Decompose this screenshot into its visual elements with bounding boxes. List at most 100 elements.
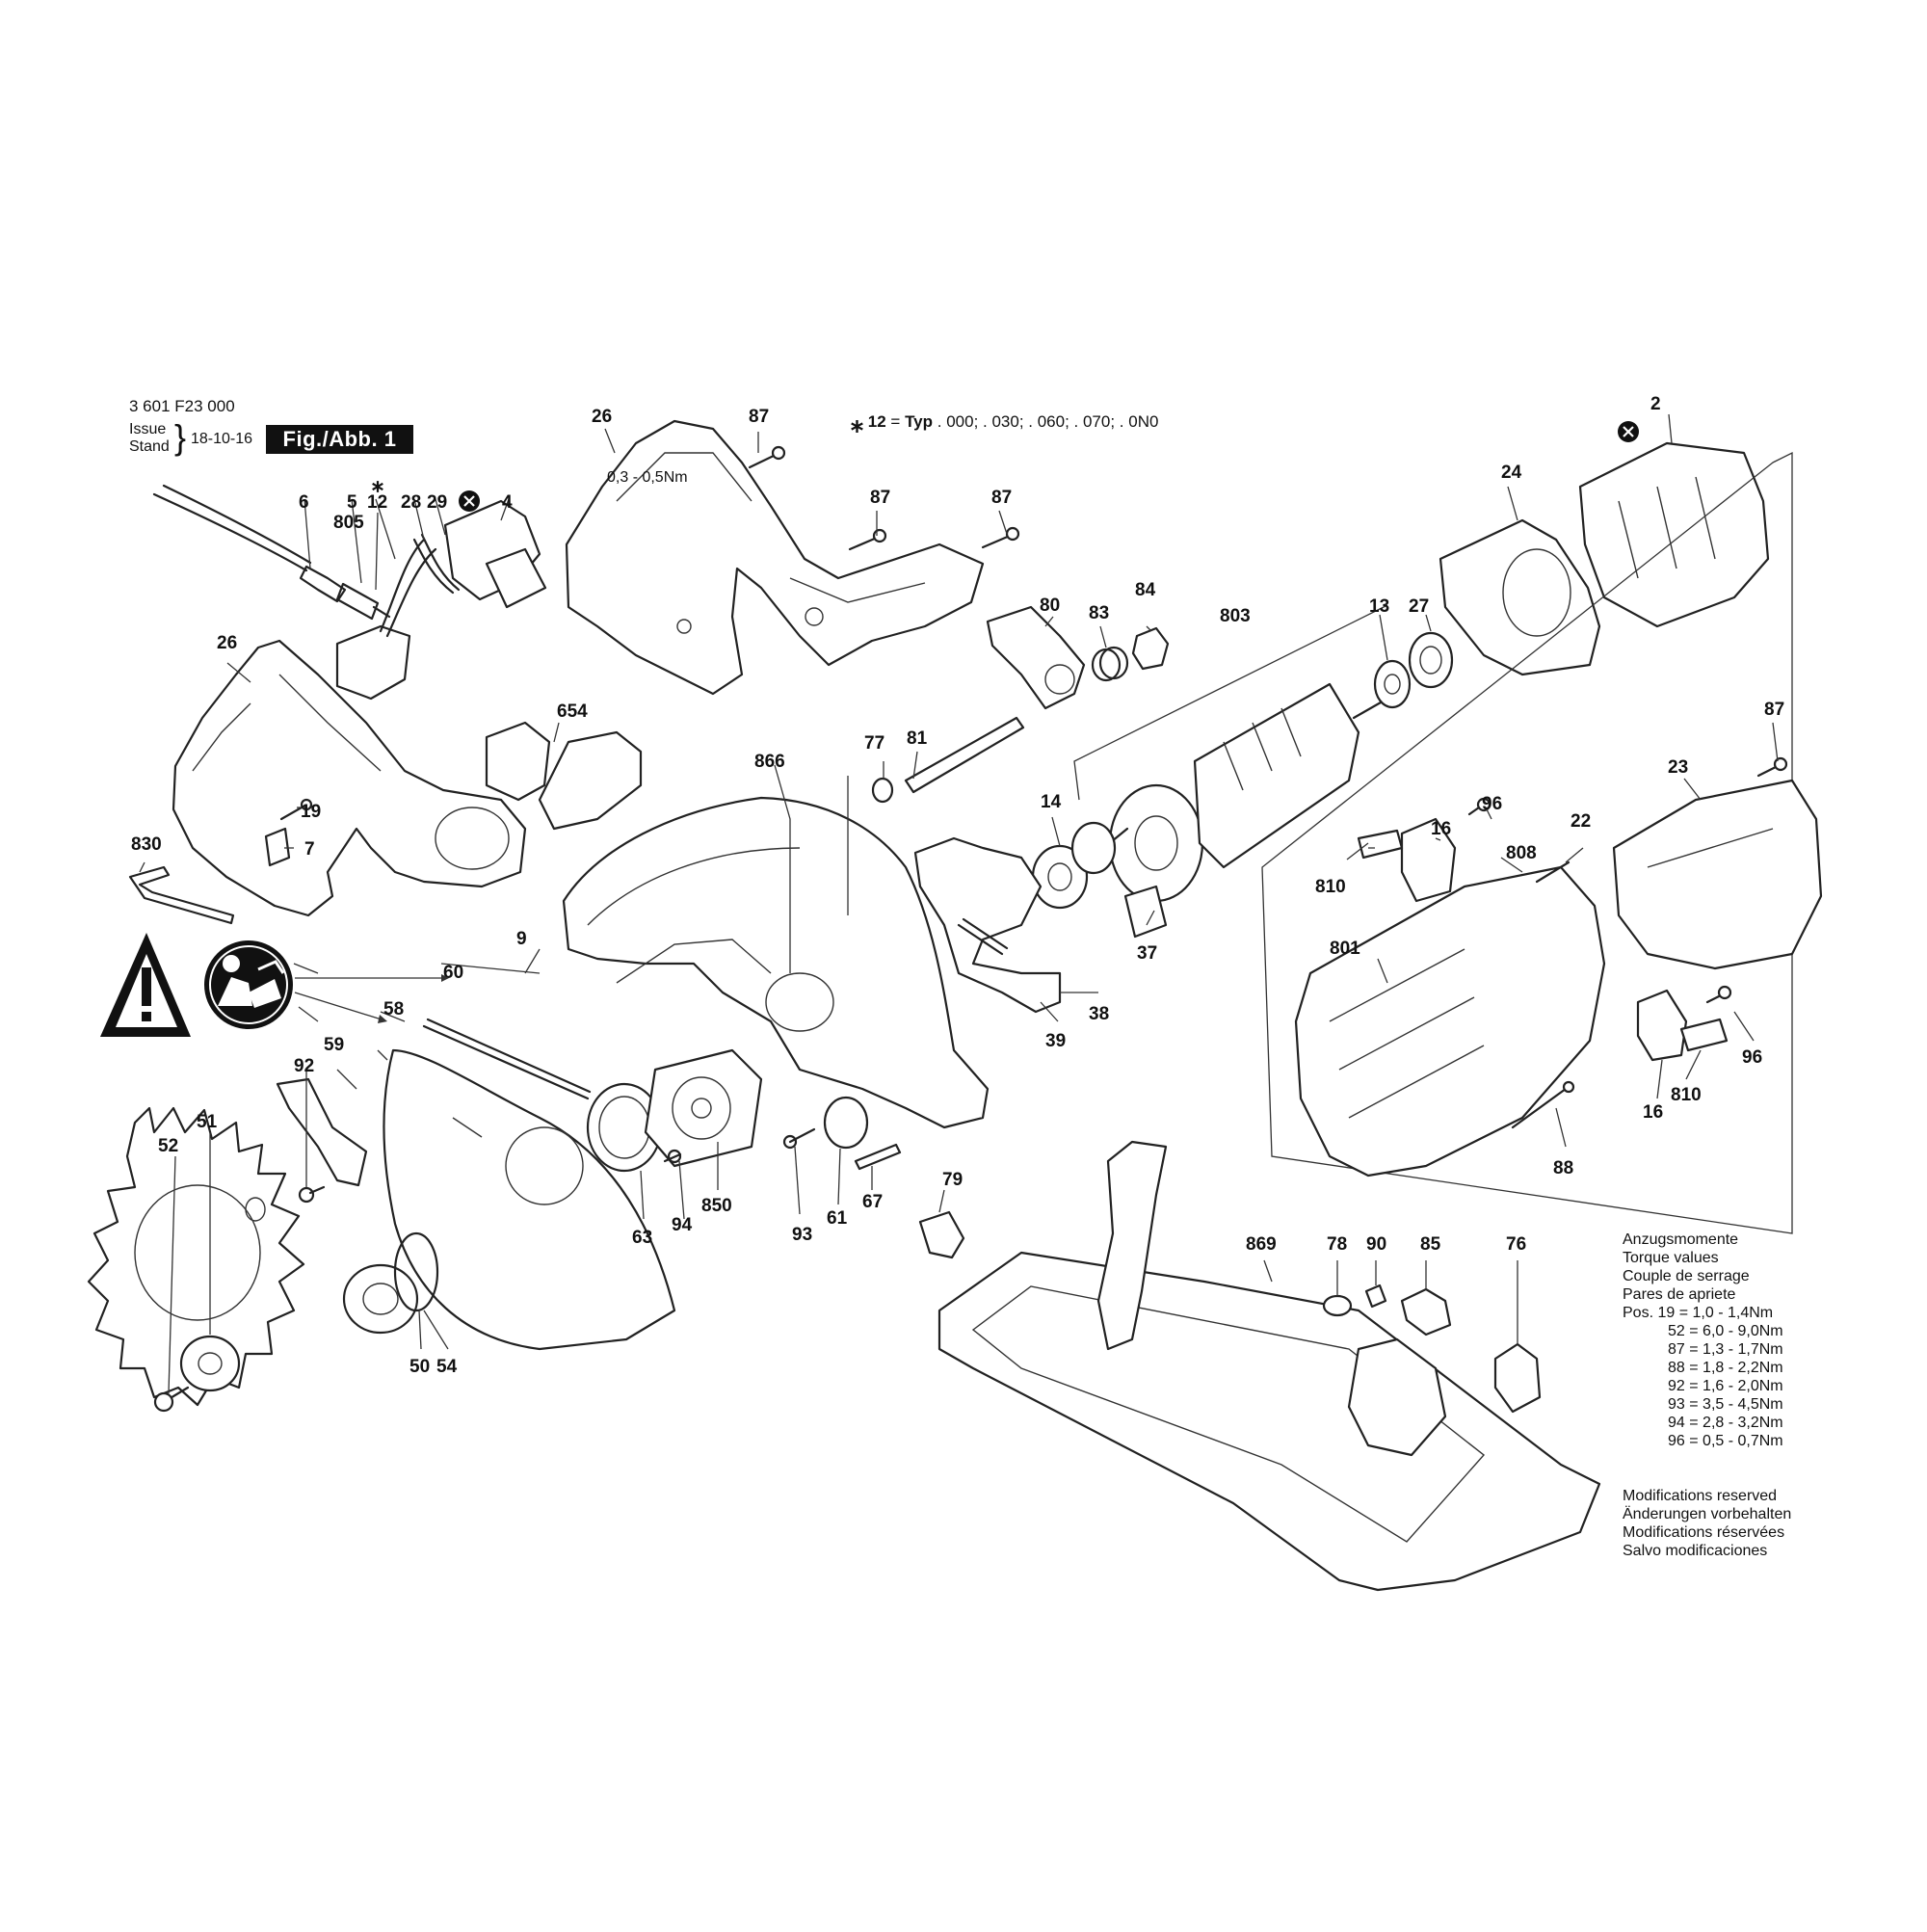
callout-87-right: 87 (991, 488, 1012, 508)
torque-pos-label: Pos. (1623, 1305, 1654, 1321)
upper-blade-guard (562, 796, 990, 1129)
callout-labels: 2 4 5 6 7 9 12 13 14 16 16 19 22 23 24 2… (131, 394, 1784, 1377)
torque-row: 88 = 1,8 - 2,2Nm (1623, 1359, 1783, 1377)
callout-810-lower: 810 (1671, 1085, 1702, 1105)
callout-87-far: 87 (1764, 700, 1784, 720)
issue-date: 18-10-16 (191, 431, 253, 447)
o-ring-54 (393, 1231, 439, 1312)
callout-810-upper: 810 (1315, 877, 1346, 897)
torque-row: 94 = 2,8 - 3,2Nm (1623, 1414, 1783, 1432)
motor-housing (1294, 865, 1606, 1178)
depth-lever (986, 605, 1086, 710)
pin-67 (854, 1143, 902, 1171)
issue-label: Issue (129, 421, 167, 437)
warning-triangle-icon (100, 933, 191, 1037)
type-note-typ: Typ (905, 412, 934, 431)
mounting-flange (342, 1263, 419, 1335)
callout-58: 58 (383, 999, 404, 1019)
callout-94: 94 (672, 1215, 693, 1235)
torque-pos: 52 (1668, 1323, 1685, 1339)
callout-79: 79 (942, 1170, 963, 1190)
callout-96-lower: 96 (1742, 1047, 1762, 1068)
base-plate (937, 1140, 1601, 1592)
callout-63: 63 (632, 1228, 652, 1248)
torque-pos: 93 (1668, 1396, 1685, 1413)
pin-22 (1535, 860, 1571, 884)
callout-87-mid: 87 (870, 488, 890, 508)
callout-83: 83 (1089, 603, 1109, 623)
callout-7: 7 (304, 839, 315, 860)
armature (1104, 682, 1389, 903)
dust-adapter (485, 721, 643, 831)
handle-half-lower (172, 639, 527, 917)
torque-pos: 87 (1668, 1341, 1685, 1358)
torque-row: 52 = 6,0 - 9,0Nm (1623, 1322, 1783, 1340)
screw-87-mid (848, 528, 887, 551)
torque-pos: 19 (1657, 1305, 1676, 1321)
callout-29: 29 (427, 492, 447, 513)
modifications-es: Salvo modificaciones (1623, 1543, 1768, 1559)
screw-87-right (1756, 756, 1788, 778)
power-cable (152, 484, 347, 603)
torque-pos: 92 (1668, 1378, 1685, 1394)
callout-869: 869 (1246, 1234, 1277, 1255)
fan-baffle (1439, 518, 1601, 676)
callout-801: 801 (1330, 939, 1360, 959)
type-note-star: ⁎ (851, 409, 863, 437)
modifications-note: Modifications reserved Änderungen vorbeh… (1623, 1487, 1791, 1560)
callout-12: 12 (367, 492, 387, 513)
callout-16-upper: 16 (1431, 819, 1451, 839)
lower-blade-guard (383, 1048, 676, 1351)
torque-row: 96 = 0,5 - 0,7Nm (1623, 1432, 1783, 1450)
torque-value: = 1,3 - 1,7Nm (1689, 1341, 1783, 1358)
callout-77: 77 (864, 733, 884, 754)
saw-blade (87, 1106, 305, 1407)
clamp-lever (913, 836, 1062, 1014)
callout-26-upper: 26 (592, 407, 612, 427)
leader-803 (1073, 604, 1388, 801)
callout-23: 23 (1668, 757, 1688, 778)
lock-shaft (904, 716, 1025, 794)
callout-76: 76 (1506, 1234, 1526, 1255)
screw-90 (1364, 1284, 1387, 1309)
bearing-14 (1031, 821, 1117, 910)
torque-value: = 1,0 - 1,4Nm (1678, 1305, 1774, 1321)
type-note-ref: 12 (867, 412, 886, 431)
torque-row: 93 = 3,5 - 4,5Nm (1623, 1395, 1783, 1414)
callout-9: 9 (516, 929, 527, 949)
wing-knob-85 (1400, 1287, 1452, 1337)
callout-39: 39 (1045, 1031, 1066, 1051)
callout-37: 37 (1137, 943, 1157, 964)
callout-92: 92 (294, 1056, 314, 1076)
knob-79 (918, 1210, 965, 1259)
callout-26-lower: 26 (217, 633, 237, 653)
callout-90: 90 (1366, 1234, 1386, 1255)
callout-654: 654 (557, 701, 588, 722)
cable-clamp-7 (264, 827, 291, 867)
torque-row: 92 = 1,6 - 2,0Nm (1623, 1377, 1783, 1395)
torque-pos: 96 (1668, 1433, 1685, 1449)
issue-stand-labels: Issue Stand (129, 421, 170, 456)
torque-title-de: Anzugsmomente (1623, 1231, 1739, 1248)
switch-assembly (335, 499, 547, 701)
callout-81: 81 (907, 728, 928, 749)
type-note-values: . 000; . 030; . 060; . 070; . 0N0 (937, 412, 1159, 431)
callout-78: 78 (1327, 1234, 1347, 1255)
bracket-motor-housing (1261, 451, 1793, 1234)
callout-4: 4 (502, 492, 513, 513)
wing-knob-76 (1493, 1342, 1542, 1414)
callout-27: 27 (1409, 596, 1429, 617)
callout-14: 14 (1041, 792, 1062, 812)
field-coil (1578, 441, 1770, 628)
callout-5: 5 (347, 492, 357, 513)
clamping-bolt (153, 1386, 190, 1413)
washer-78 (1322, 1294, 1353, 1317)
brush-holder-lower (1636, 989, 1688, 1062)
torque-value: = 1,6 - 2,0Nm (1689, 1378, 1783, 1394)
torque-value: = 6,0 - 9,0Nm (1689, 1323, 1783, 1339)
switch-star: ⁎ (372, 471, 383, 497)
motor-end-cap (1612, 779, 1823, 970)
callout-88: 88 (1553, 1158, 1573, 1178)
callout-22: 22 (1571, 811, 1591, 832)
